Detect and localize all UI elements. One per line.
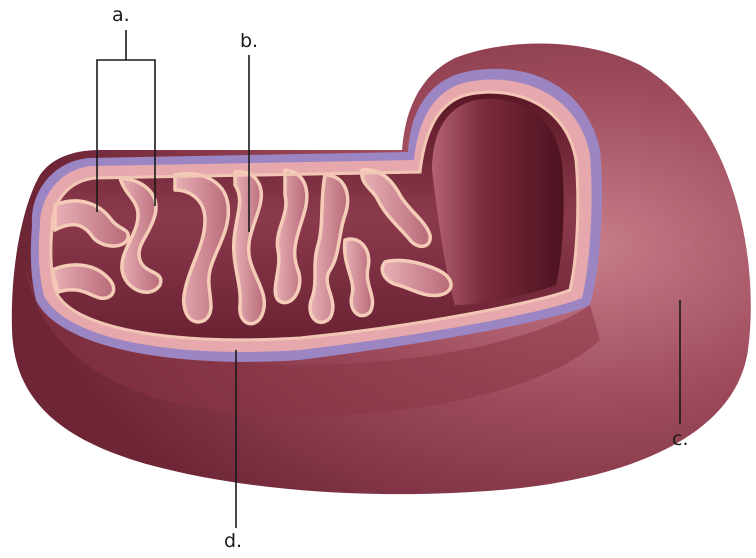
label-d: d. — [224, 532, 242, 551]
label-b: b. — [240, 32, 258, 51]
right-cavity — [432, 99, 564, 305]
label-a: a. — [112, 6, 130, 25]
label-c: c. — [672, 430, 689, 449]
